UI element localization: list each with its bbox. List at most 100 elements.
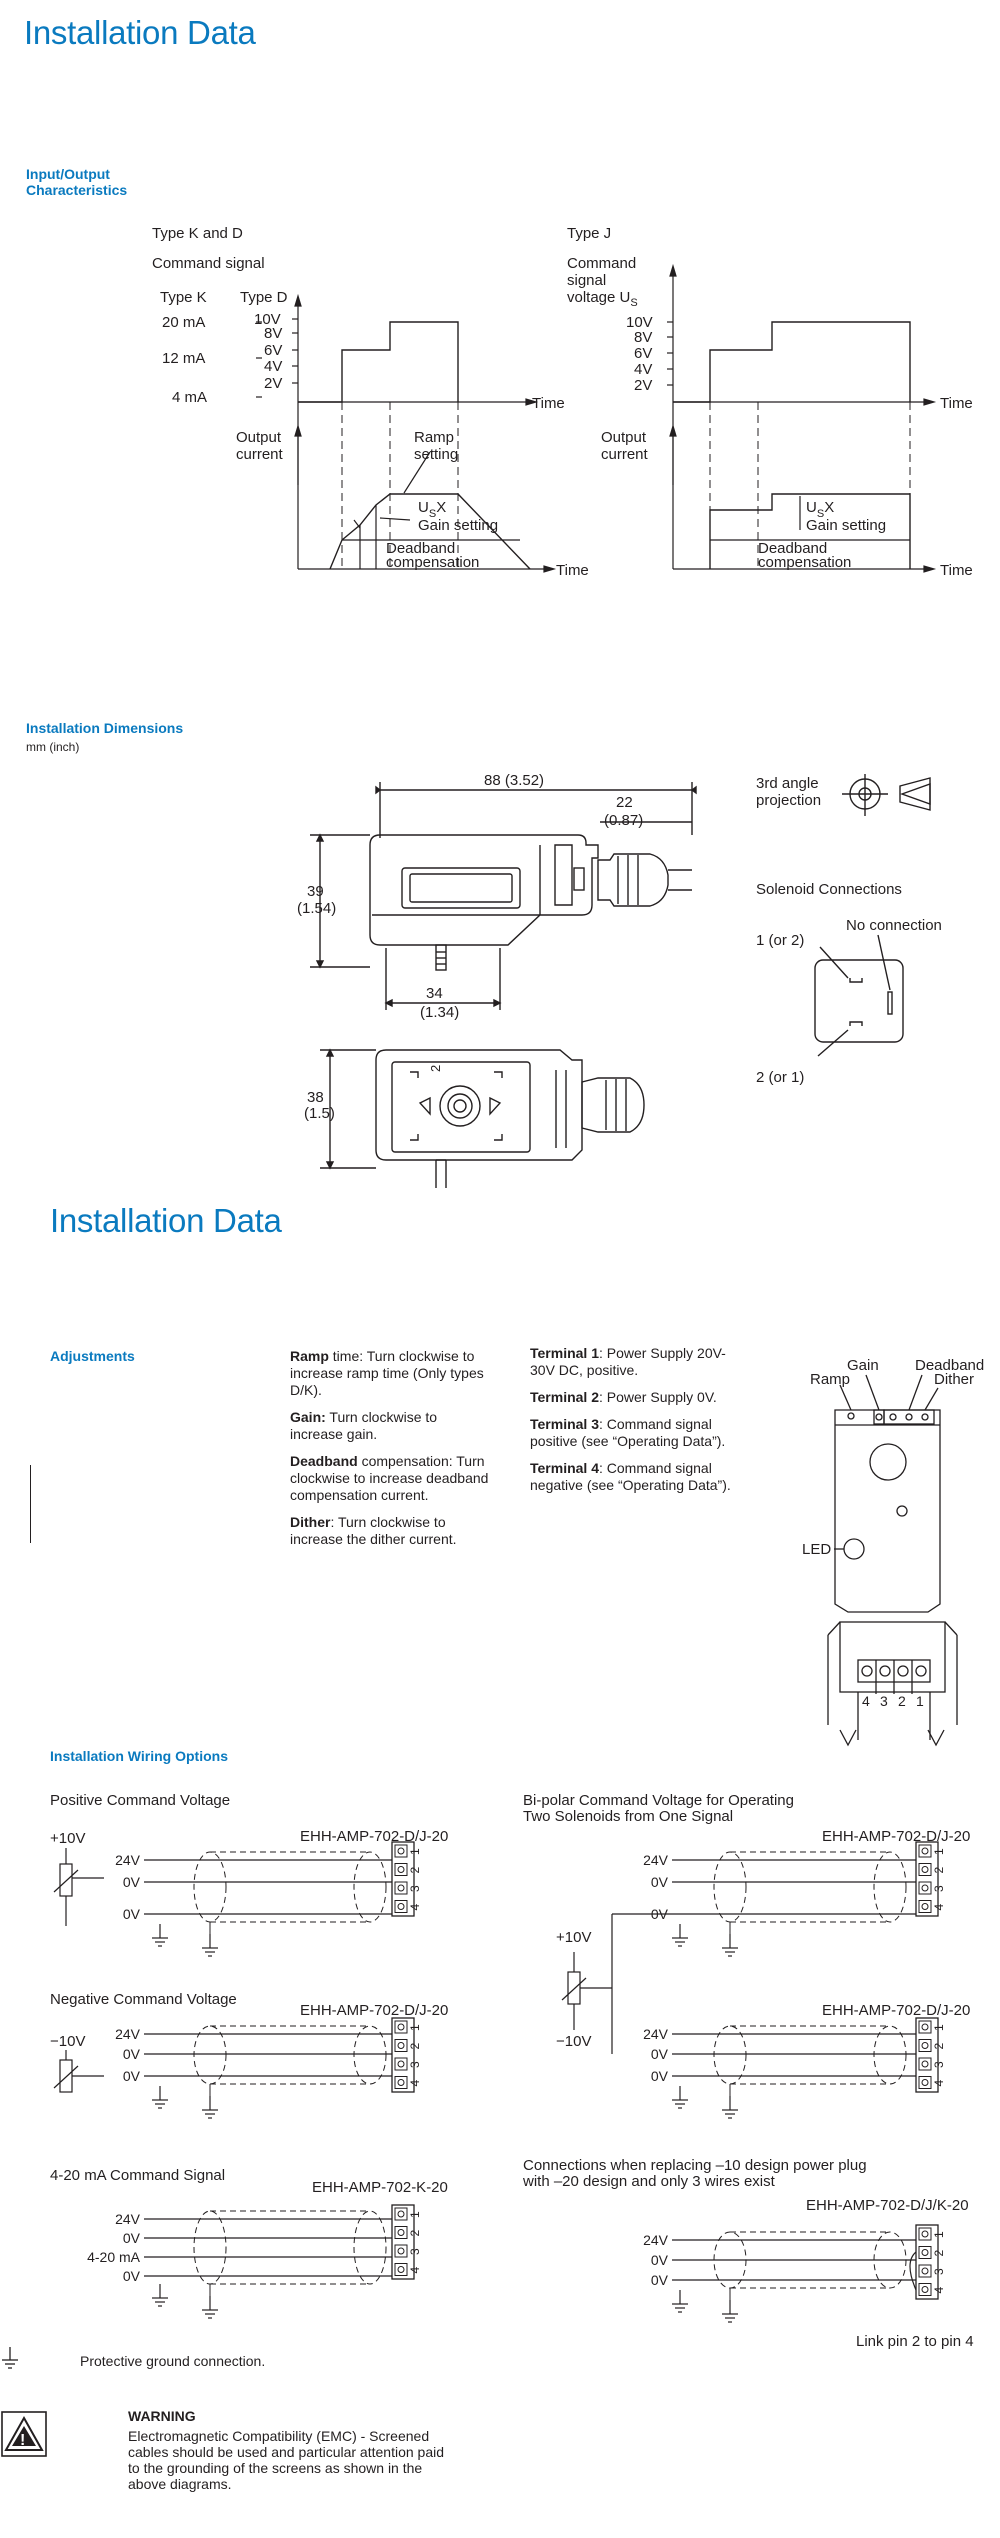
positive-terminal-number-3: 3 [408,1885,422,1892]
pin-1or2-label: 1 (or 2) [756,932,804,949]
bipolar-bottom-wire-label-3: 0V [651,2068,669,2084]
positive-screen-right [353,1851,387,1923]
bipolar-bottom-terminal-number-1: 1 [932,2024,946,2031]
ramp-label-2: setting [414,446,458,463]
positive-terminal-number-4: 4 [408,1904,422,1911]
terminals-list: Terminal 1: Power Supply 20V-30V DC, pos… [530,1345,750,1494]
dim-38-inch: (1.5) [304,1105,335,1122]
negative-pot-body [59,2059,73,2093]
positive-screen-left [193,1851,227,1923]
replace-terminal-number-1: 1 [932,2231,946,2238]
dim-34: 34 [426,985,443,1002]
amp-dither-label: Dither [934,1371,974,1388]
current-wire-label-1: 24V [115,2211,141,2227]
dim-22: 22 [616,794,633,811]
d-tick-4v: 4V [264,358,282,375]
bipolar-top-terminal-4 [918,1900,932,1913]
ground-note: Protective ground connection. [80,2353,266,2369]
bipolar-top-terminal-1 [918,1844,932,1858]
chart-type-j: Type J Command signal voltage US 10V 8V … [567,225,973,579]
wiring-positive-title: Positive Command Voltage [50,1792,230,1809]
deadband-label-2: compensation [386,554,479,571]
pin-2or1-label: 2 (or 1) [756,1069,804,1086]
positive-screw-4 [397,1903,405,1910]
negative-screen-left [193,2025,227,2085]
chart-j-command-1: Command [567,255,636,272]
deadband-label-1: Deadband [386,540,455,557]
bipolar-bottom-screen-left [713,2025,747,2085]
page-title: Installation Data [24,14,256,51]
current-screw-3 [397,2247,405,2255]
negative-screen-right [353,2025,387,2085]
negative-terminal-number-1: 1 [408,2024,422,2031]
dim-88: 88 (3.52) [484,772,544,789]
bipolar-bottom-terminal-number-2: 2 [932,2043,946,2050]
wiring-bipolar-title-1: Bi-polar Command Voltage for Operating [523,1792,794,1809]
replace-wire-label-3: 0V [651,2272,669,2288]
bipolar-bottom-wire-label-1: 24V [643,2026,669,2042]
bipolar-top-terminal-block [915,1841,939,1917]
bipolar-bottom-terminal-4 [918,2076,932,2089]
k-tick-20ma: 20 mA [162,314,205,331]
bipolar-top-terminal-number-1: 1 [932,1848,946,1855]
j-tick-10v: 10V [626,314,653,331]
bipolar-top-terminal-2 [918,1863,932,1876]
replace-terminal-block [915,2224,939,2300]
positive-terminal-1 [394,1844,408,1858]
negative-screw-3 [397,2060,405,2068]
positive-terminal-number-1: 1 [408,1848,422,1855]
current-terminal-4 [394,2263,408,2276]
wiring-current-title: 4-20 mA Command Signal [50,2167,225,2184]
wiring-negative-model: EHH-AMP-702-D/J-20 [300,2002,448,2019]
current-wire-label-3: 4-20 mA [87,2249,141,2265]
positive-terminal-2 [394,1863,408,1876]
chart-j-time-bottom: Time [940,562,973,579]
chart-j-output-1: Output [601,429,647,446]
replace-terminal-number-2: 2 [932,2250,946,2257]
projection-label-2: projection [756,792,821,809]
bipolar-bottom-terminal-number-3: 3 [932,2061,946,2068]
bipolar-bottom-screen-right [873,2025,907,2085]
bipolar-bottom-screw-3 [921,2060,929,2068]
type-d-label: Type D [240,289,288,306]
k-tick-4ma: 4 mA [172,389,207,406]
terminal-2: Terminal 2: Power Supply 0V. [530,1389,717,1405]
gain-setting-label: Gain setting [418,517,498,534]
replace-screw-1 [921,2230,929,2238]
output-label-1: Output [236,429,282,446]
bipolar-top-terminal-number-4: 4 [932,1904,946,1911]
current-screen-left [193,2210,227,2285]
bipolar-top-screw-2 [921,1866,929,1873]
current-screw-4 [397,2266,405,2273]
dim-39-inch: (1.54) [297,900,336,917]
bipolar-top-screen-left [713,1851,747,1923]
usx-label: USX [418,499,446,520]
bipolar-top-screw-1 [921,1847,929,1855]
wiring-bipolar-plus: +10V [556,1929,591,1946]
replace-terminal-number-4: 4 [932,2287,946,2294]
margin-rule [30,1465,31,1543]
chart-j-command-2: signal [567,272,606,289]
amp-terminal-4: 4 [862,1693,870,1709]
wiring-replace-model: EHH-AMP-702-D/J/K-20 [806,2197,969,2214]
terminal-1: Terminal 1: Power Supply 20V-30V DC, pos… [530,1345,726,1378]
wiring-replace-title-1: Connections when replacing –10 design po… [523,2157,867,2174]
current-terminal-3 [394,2244,408,2258]
adjustments-heading: Adjustments [50,1348,135,1364]
negative-wire-label-1: 24V [115,2026,141,2042]
bipolar-bottom-terminal-block [915,2017,939,2093]
current-wire-label-2: 0V [123,2230,141,2246]
wiring-diagrams: Positive Command Voltage EHH-AMP-702-D/J… [50,1792,974,2350]
positive-wire-label-3: 0V [123,1906,141,1922]
positive-terminal-number-2: 2 [408,1867,422,1874]
replace-wire-label-2: 0V [651,2252,669,2268]
adj-gain: Gain: Turn clockwise to increase gain. [290,1409,438,1442]
positive-terminal-block [391,1841,415,1917]
replace-screw-2 [921,2249,929,2256]
ground-icon [2,2347,18,2369]
pin-mark-2: 2 [428,1065,443,1072]
bipolar-bottom-terminal-1 [918,2020,932,2034]
negative-wire-label-3: 0V [123,2068,141,2084]
amp-terminal-1: 1 [916,1693,924,1709]
adj-deadband: Deadband compensation: Turn clockwise to… [290,1453,489,1503]
